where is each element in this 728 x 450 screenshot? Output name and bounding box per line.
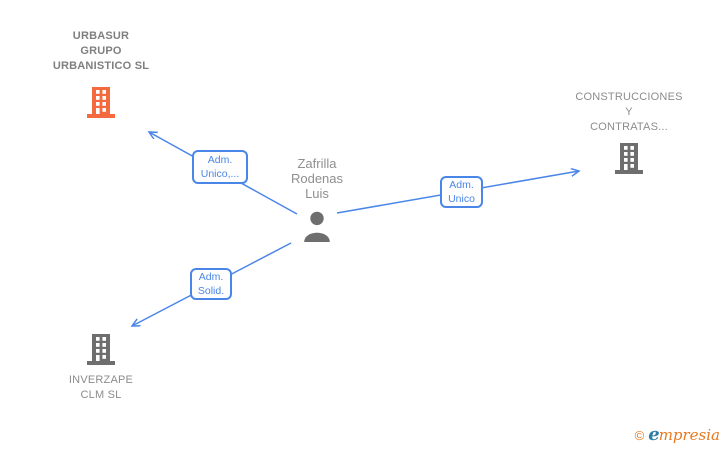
company-name-line: URBANISTICO SL <box>52 60 150 72</box>
copyright-icon: © <box>634 428 645 443</box>
building-icon <box>86 87 116 118</box>
node-construcciones[interactable]: CONSTRUCCIONES Y CONTRATAS... <box>549 90 709 174</box>
empresia-logo[interactable]: © e mpresia <box>635 424 720 445</box>
brand-rest: mpresia <box>658 426 720 444</box>
company-name-line: CONSTRUCCIONES <box>575 91 683 103</box>
relation-badge-adm-unico-more[interactable]: Adm. Unico,... <box>192 150 248 184</box>
company-name-line: GRUPO <box>80 45 122 57</box>
company-name-line: URBASUR <box>72 30 130 42</box>
node-inverzape[interactable]: INVERZAPE CLM SL <box>31 334 171 403</box>
relation-label-line: Unico,... <box>200 168 240 180</box>
company-name-line: INVERZAPE <box>68 374 134 386</box>
relation-label-line: Adm. <box>207 154 233 166</box>
company-name-line: CLM SL <box>80 389 122 401</box>
relation-label-line: Solid. <box>197 285 225 297</box>
relation-label-line: Unico <box>448 193 475 205</box>
company-name-line: Y <box>625 106 633 118</box>
person-icon <box>302 211 332 242</box>
relation-label-line: Adm. <box>449 179 474 191</box>
person-name-line: Luis <box>305 186 329 201</box>
person-name-line: Rodenas <box>290 171 344 186</box>
person-name-line: Zafrilla <box>297 156 337 171</box>
relation-label-line: Adm. <box>198 271 224 283</box>
company-name-line: CONTRATAS... <box>590 121 668 133</box>
person-name: Zafrilla Rodenas Luis <box>291 156 343 201</box>
relation-badge-adm-solid[interactable]: Adm. Solid. <box>190 268 232 300</box>
company-name-construcciones: CONSTRUCCIONES Y CONTRATAS... <box>575 90 682 135</box>
node-urbasur[interactable]: URBASUR GRUPO URBANISTICO SL <box>11 29 191 118</box>
building-icon <box>614 143 644 174</box>
brand-initial: e <box>648 424 660 445</box>
company-name-inverzape: INVERZAPE CLM SL <box>69 373 133 403</box>
company-name-urbasur: URBASUR GRUPO URBANISTICO SL <box>53 29 149 74</box>
node-person-zafrilla[interactable]: Zafrilla Rodenas Luis <box>265 156 369 242</box>
building-icon <box>86 334 116 365</box>
relation-badge-adm-unico[interactable]: Adm. Unico <box>440 176 483 208</box>
